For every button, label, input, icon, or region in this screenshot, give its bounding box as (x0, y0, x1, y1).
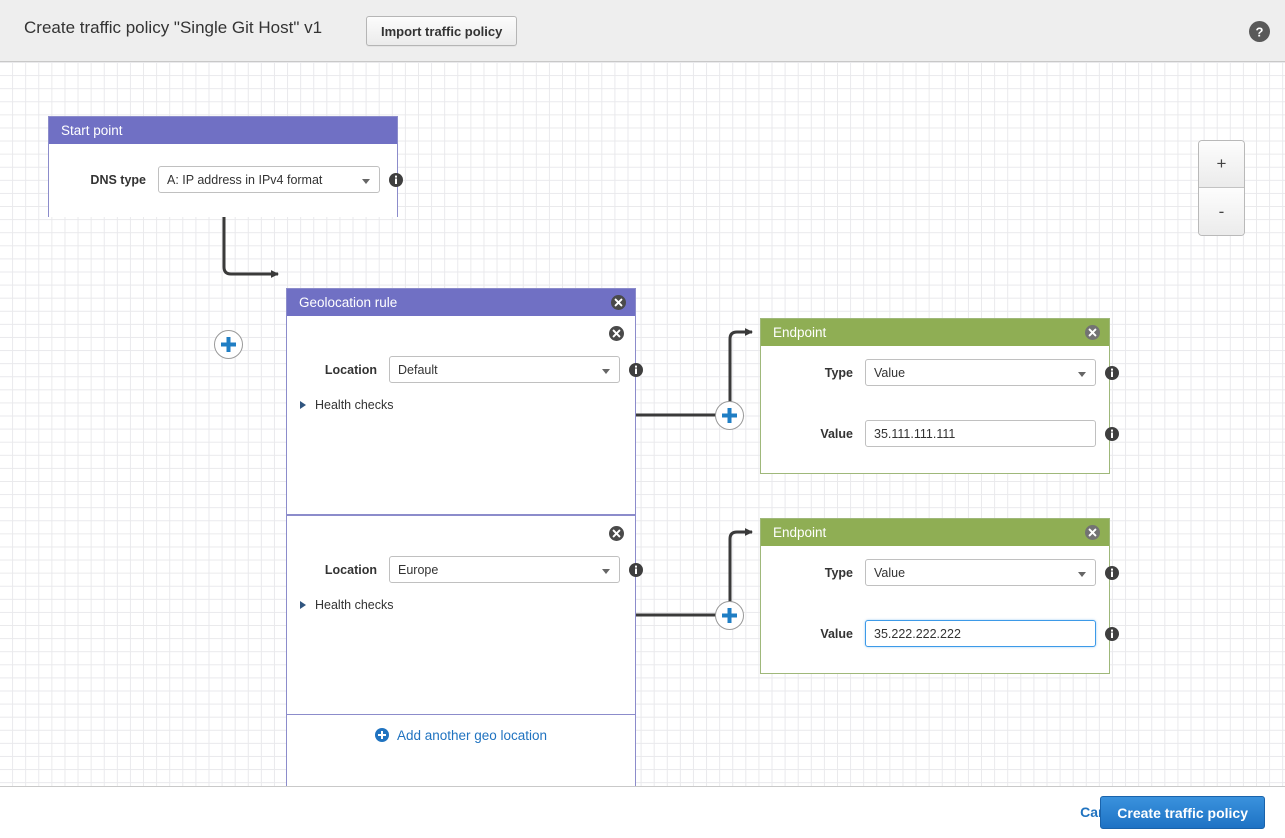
add-geo-location-label: Add another geo location (396, 727, 548, 743)
endpoint-type-label-1: Type (824, 365, 853, 380)
info-icon[interactable] (1105, 626, 1119, 641)
close-circle-icon[interactable] (1085, 325, 1100, 340)
top-header: Create traffic policy "Single Git Host" … (0, 0, 1285, 62)
endpoint-value-row-1: Value 35.111.111.111 (807, 420, 1119, 447)
endpoint-type-value-2: Value (874, 565, 906, 580)
info-icon[interactable] (629, 362, 643, 377)
plus-icon (221, 337, 236, 352)
location-label-1: Location (324, 362, 377, 377)
triangle-right-icon (300, 401, 306, 409)
location-select-1[interactable]: Default (389, 356, 620, 383)
endpoint-value-label-1: Value (820, 426, 853, 441)
policy-canvas[interactable]: Start point DNS type A: IP address in IP… (0, 62, 1285, 786)
location-row-2: Location Europe (309, 556, 643, 583)
endpoint-type-value-1: Value (874, 365, 906, 380)
add-node-button-endpoint-1[interactable] (715, 401, 744, 430)
geolocation-rule-node[interactable]: Geolocation rule Location Default (286, 288, 643, 786)
endpoint-value-row-2: Value 35.222.222.222 (807, 620, 1119, 647)
geolocation-rule-title: Geolocation rule (299, 295, 398, 310)
location-row-1: Location Default (309, 356, 643, 383)
canvas-bottom-border (0, 786, 1285, 787)
geo-section-divider (287, 514, 635, 516)
plus-icon (722, 608, 737, 623)
endpoint-type-row-2: Type Value (807, 559, 1119, 586)
chevron-down-icon (602, 569, 610, 574)
health-checks-toggle-2[interactable]: Health checks (300, 598, 394, 612)
location-label-2: Location (324, 562, 377, 577)
close-circle-icon[interactable] (609, 526, 624, 541)
start-point-node[interactable]: Start point DNS type A: IP address in IP… (48, 116, 403, 217)
endpoint-title-1: Endpoint (773, 325, 827, 340)
chevron-down-icon (1078, 572, 1086, 577)
zoom-controls: + - (1198, 140, 1245, 236)
endpoint-body-1: Type Value Value 35.111.111.111 (761, 346, 1119, 473)
info-icon[interactable] (1105, 365, 1119, 380)
start-point-header: Start point (49, 117, 397, 144)
close-circle-icon[interactable] (1085, 525, 1100, 540)
endpoint-value-text-2: 35.222.222.222 (874, 626, 961, 641)
location-select-2[interactable]: Europe (389, 556, 620, 583)
chevron-down-icon (362, 179, 370, 184)
info-icon[interactable] (1105, 565, 1119, 580)
dns-type-label: DNS type (90, 172, 146, 187)
add-node-button-start[interactable] (214, 330, 243, 359)
zoom-out-button[interactable]: - (1199, 188, 1244, 235)
endpoint-type-select-2[interactable]: Value (865, 559, 1096, 586)
endpoint-value-text-1: 35.111.111.111 (874, 426, 956, 441)
endpoint-header-2: Endpoint (761, 519, 1109, 546)
chevron-down-icon (602, 369, 610, 374)
endpoint-value-input-1[interactable]: 35.111.111.111 (865, 420, 1096, 447)
plus-circle-icon (374, 728, 389, 742)
info-icon[interactable] (629, 562, 643, 577)
footer-bar: Cancel Create traffic policy (0, 787, 1285, 838)
close-circle-icon[interactable] (611, 295, 626, 310)
close-circle-icon[interactable] (609, 326, 624, 341)
endpoint-body-2: Type Value Value 35.222.222.222 (761, 546, 1119, 673)
add-another-geo-location-button[interactable]: Add another geo location (287, 714, 635, 755)
start-point-body: DNS type A: IP address in IPv4 format (49, 144, 403, 217)
info-icon[interactable] (389, 172, 403, 187)
dns-type-value: A: IP address in IPv4 format (167, 172, 323, 187)
geolocation-rule-header: Geolocation rule (287, 289, 635, 316)
endpoint-value-input-2[interactable]: 35.222.222.222 (865, 620, 1096, 647)
svg-text:?: ? (1256, 25, 1264, 40)
dns-type-row: DNS type A: IP address in IPv4 format (71, 166, 403, 193)
endpoint-type-select-1[interactable]: Value (865, 359, 1096, 386)
endpoint-node-1[interactable]: Endpoint Type Value (760, 318, 1119, 474)
help-circle-icon[interactable]: ? (1249, 21, 1270, 42)
start-point-title: Start point (61, 123, 123, 138)
dns-type-select[interactable]: A: IP address in IPv4 format (158, 166, 380, 193)
endpoint-title-2: Endpoint (773, 525, 827, 540)
page-title: Create traffic policy "Single Git Host" … (24, 18, 323, 37)
endpoint-value-label-2: Value (820, 626, 853, 641)
add-node-button-endpoint-2[interactable] (715, 601, 744, 630)
health-checks-label-2: Health checks (315, 598, 394, 612)
endpoint-type-label-2: Type (824, 565, 853, 580)
create-traffic-policy-button[interactable]: Create traffic policy (1100, 796, 1265, 829)
geo-location-section-1: Location Default Health checks (287, 316, 643, 514)
endpoint-type-row-1: Type Value (807, 359, 1119, 386)
health-checks-toggle-1[interactable]: Health checks (300, 398, 394, 412)
location-value-2: Europe (398, 562, 439, 577)
endpoint-node-2[interactable]: Endpoint Type Value (760, 518, 1119, 674)
triangle-right-icon (300, 601, 306, 609)
import-traffic-policy-button[interactable]: Import traffic policy (366, 16, 518, 46)
geo-location-section-2: Location Europe Health checks (287, 516, 643, 714)
endpoint-header-1: Endpoint (761, 319, 1109, 346)
health-checks-label-1: Health checks (315, 398, 394, 412)
chevron-down-icon (1078, 372, 1086, 377)
plus-icon (722, 408, 737, 423)
info-icon[interactable] (1105, 426, 1119, 441)
location-value-1: Default (398, 362, 438, 377)
zoom-in-button[interactable]: + (1199, 141, 1244, 188)
